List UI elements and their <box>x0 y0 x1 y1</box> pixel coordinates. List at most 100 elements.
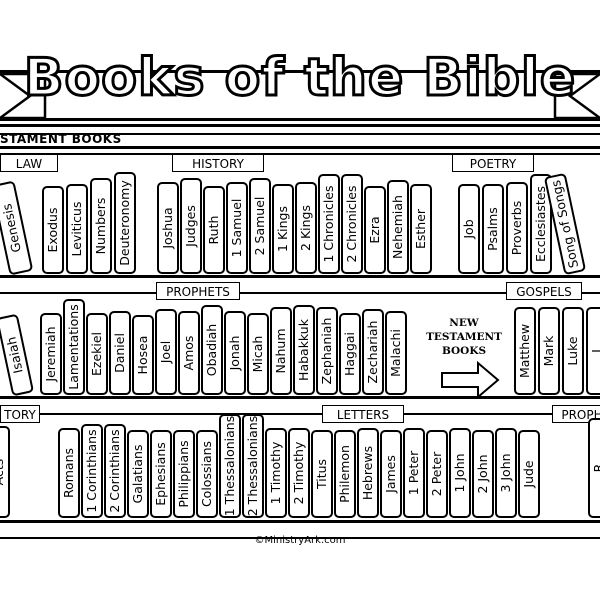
book-spine: 1 Peter <box>403 428 425 518</box>
book-title: 1 Samuel <box>229 198 244 258</box>
book-title: Titus <box>314 458 329 490</box>
book-title: Ephesians <box>153 442 168 506</box>
arrow-right-icon <box>441 360 500 400</box>
book-spine: Micah <box>247 313 269 395</box>
book-spine: Exodus <box>42 186 64 274</box>
book-spine: Galatians <box>127 430 149 518</box>
section-prophets: PROPHETS <box>156 282 240 300</box>
book-title: Zechariah <box>365 320 380 384</box>
book-spine: Ezra <box>364 186 386 274</box>
book-title: Nahum <box>273 328 288 374</box>
section-letters: LETTERS <box>322 405 404 423</box>
book-spine: 1 John <box>449 428 471 518</box>
book-title: Job <box>461 219 476 239</box>
shelf-3 <box>0 396 600 415</box>
book-spine: 2 John <box>472 430 494 518</box>
book-title: Jeremiah <box>43 326 58 382</box>
book-spine: Esther <box>410 184 432 274</box>
book-title: Colossians <box>199 440 214 508</box>
shelf-bottom <box>0 520 600 539</box>
book-title: Judges <box>183 205 198 247</box>
book-title: 2 Chronicles <box>344 185 359 263</box>
book-title: Exodus <box>45 207 60 253</box>
book-title: Galatians <box>130 444 145 504</box>
banner-ribbon-ends <box>0 72 600 120</box>
book-title: 1 John <box>452 453 467 493</box>
book-spine: J <box>586 307 600 395</box>
book-spine: Proverbs <box>506 182 528 274</box>
book-title: Philippians <box>176 440 191 508</box>
book-title: R <box>591 464 600 473</box>
book-spine: Jude <box>518 430 540 518</box>
book-spine: Jonah <box>224 311 246 395</box>
book-title: 2 Samuel <box>252 196 267 256</box>
book-spine: 2 Thessalonians <box>242 414 264 518</box>
book-spine: Leviticus <box>66 184 88 274</box>
book-spine: Amos <box>178 311 200 395</box>
section-law: LAW <box>0 154 58 172</box>
book-title: Matthew <box>517 323 532 379</box>
book-spine: Luke <box>562 307 584 395</box>
book-title: Proverbs <box>509 200 524 256</box>
book-spine: Romans <box>58 428 80 518</box>
book-spine: 2 Chronicles <box>341 174 363 274</box>
book-spine: Malachi <box>385 311 407 395</box>
book-title: 1 Thessalonians <box>222 415 237 517</box>
book-title: 2 Thessalonians <box>245 415 260 517</box>
book-spine: Joel <box>155 309 177 395</box>
book-spine: 2 Peter <box>426 430 448 518</box>
book-title: 1 Kings <box>275 206 290 252</box>
book-title: Philemon <box>337 445 352 503</box>
book-title: J <box>589 349 600 353</box>
book-spine: 1 Samuel <box>226 182 248 274</box>
book-spine: Ecclesiastes <box>530 174 552 274</box>
book-title: Habakkuk <box>296 319 311 381</box>
copyright-footer: ©MinistryArk.com <box>254 535 346 546</box>
book-spine: 1 Thessalonians <box>219 414 241 518</box>
book-title: Deuteronomy <box>117 180 132 266</box>
book-title: 1 Chronicles <box>321 185 336 263</box>
section-poetry: POETRY <box>452 154 534 172</box>
book-spine: Habakkuk <box>293 305 315 395</box>
shelf-top <box>0 124 600 135</box>
book-title: James <box>383 455 398 493</box>
book-spine: 2 Samuel <box>249 178 271 274</box>
book-spine: 2 Corinthians <box>104 424 126 518</box>
book-spine: Numbers <box>90 178 112 274</box>
banner-bottom-line <box>0 118 600 121</box>
book-title: Luke <box>565 336 580 366</box>
book-title: Mark <box>541 335 556 367</box>
book-title: 1 Timothy <box>268 441 283 505</box>
book-spine: 1 Corinthians <box>81 424 103 518</box>
book-title: 2 Corinthians <box>107 429 122 513</box>
book-spine: Philemon <box>334 430 356 518</box>
book-title: Obadiah <box>204 323 219 377</box>
book-spine: Joshua <box>157 182 179 274</box>
book-spine: Ephesians <box>150 430 172 518</box>
book-title: Song of Songs <box>547 178 582 270</box>
book-spine: Lamentations <box>63 299 85 395</box>
book-spine: Philippians <box>173 430 195 518</box>
page-title: Books of the Bible <box>22 47 577 110</box>
book-spine: Acts <box>0 426 10 518</box>
nt-label-line-3: BOOKS <box>441 345 487 357</box>
book-spine: Nehemiah <box>387 180 409 274</box>
book-title: Daniel <box>112 333 127 373</box>
book-title: Genesis <box>0 202 24 254</box>
nt-label-line-2: TESTAMENT <box>426 331 502 343</box>
book-title: Leviticus <box>69 201 84 257</box>
book-spine: Deuteronomy <box>114 172 136 274</box>
section-gospels: GOSPELS <box>506 282 582 300</box>
book-title: 2 Timothy <box>291 441 306 505</box>
book-title: 3 John <box>498 453 513 493</box>
book-title: Ezekiel <box>89 331 104 377</box>
new-testament-label: NEW TESTAMENT BOOKS <box>424 316 504 358</box>
book-title: Acts <box>0 458 6 486</box>
book-title: Numbers <box>93 197 108 255</box>
book-title: Ezra <box>367 216 382 244</box>
book-title: Jude <box>521 460 536 488</box>
book-spine: Ezekiel <box>86 313 108 395</box>
book-title: Zephaniah <box>319 317 334 385</box>
book-spine: Haggai <box>339 313 361 395</box>
